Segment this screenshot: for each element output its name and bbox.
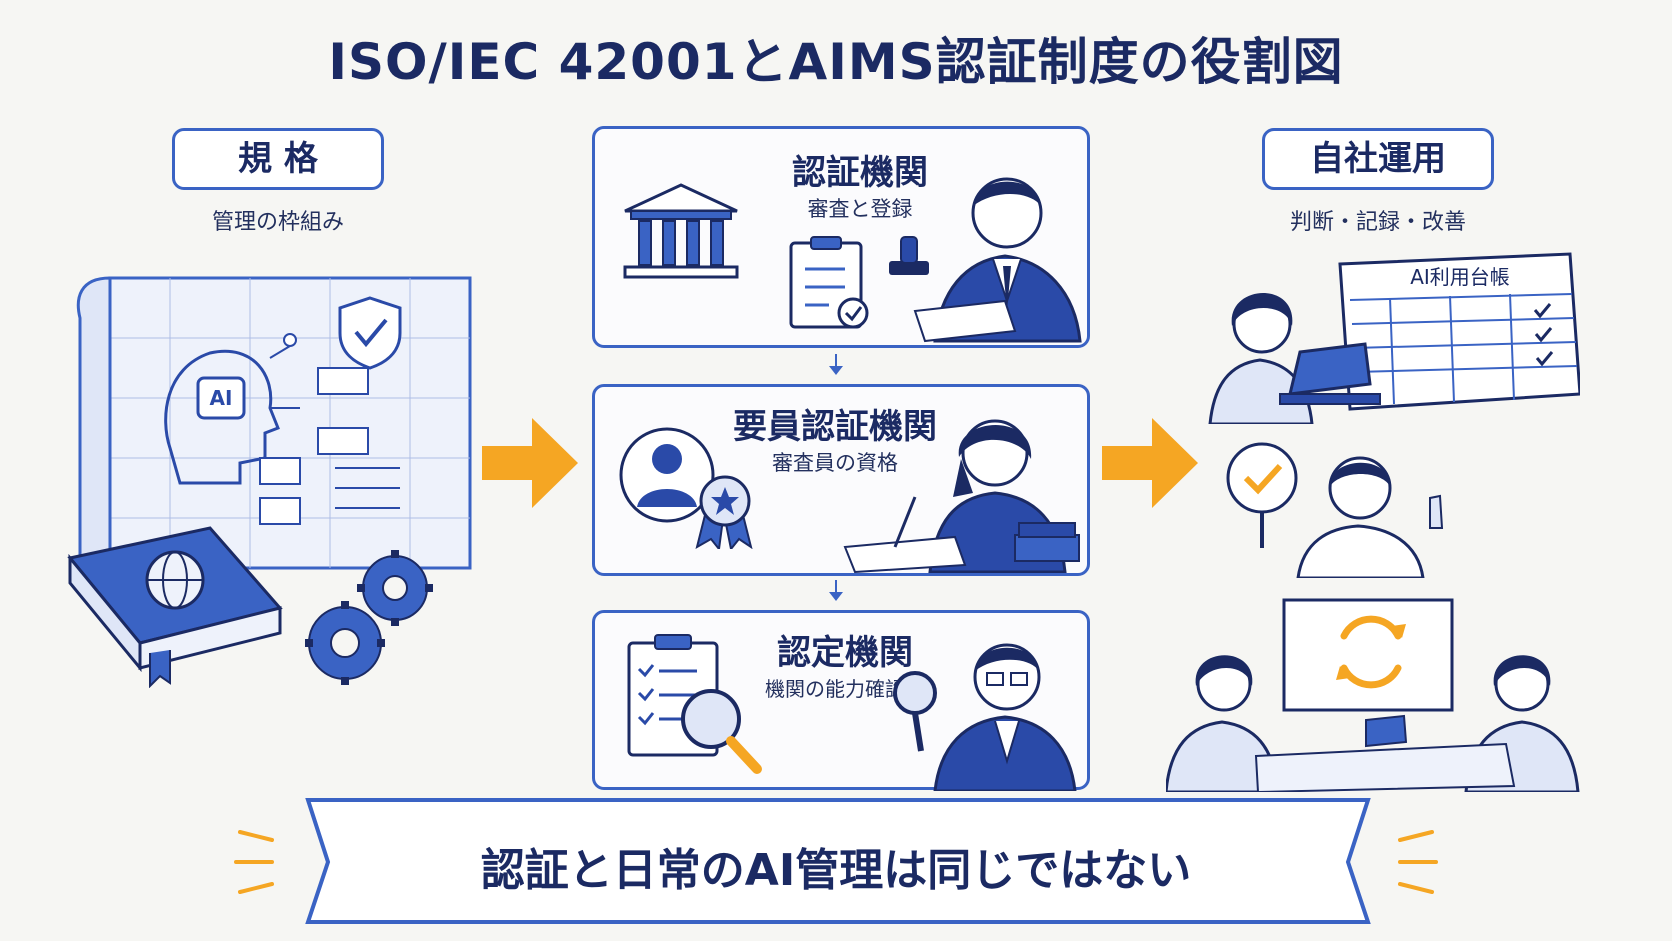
auditor-with-stamp-icon <box>889 177 1082 343</box>
banner-message: 認証と日常のAI管理は同じではない <box>480 845 1192 896</box>
accreditation-body-title: 認定機関 <box>777 633 913 673</box>
down-arrow-icon <box>829 354 843 375</box>
approval-scene <box>1226 442 1444 578</box>
personnel-certification-title: 要員認証機関 <box>733 407 937 447</box>
arrow-right-icon <box>1102 418 1198 508</box>
page-title: ISO/IEC 42001とAIMS認証制度の役割図 <box>328 33 1344 91</box>
examiner-writing-icon <box>843 419 1080 573</box>
standard-label-text: 規 格 <box>238 139 318 179</box>
accreditation-body-panel: 認定機関 機関の能力確認 <box>592 610 1090 791</box>
certification-body-subtitle: 審査と登録 <box>807 197 913 221</box>
gear-icon <box>305 550 433 685</box>
in-house-operation-label-text: 自社運用 <box>1310 139 1446 179</box>
inspector-with-magnifier-icon <box>893 643 1077 791</box>
standard-label: 規 格 <box>172 128 384 190</box>
in-house-operation-subtitle: 判断・記録・改善 <box>1289 210 1466 235</box>
certification-body-title: 認証機関 <box>792 153 928 193</box>
certified-person-icon <box>619 427 753 549</box>
accreditation-body-subtitle: 機関の能力確認 <box>765 677 905 701</box>
certification-body-panel: 認証機関 審査と登録 <box>592 126 1090 348</box>
personnel-certification-subtitle: 審査員の資格 <box>772 451 898 475</box>
arrow-right-icon <box>482 418 578 508</box>
standard-book-icon <box>67 526 283 688</box>
checklist-magnifier-icon <box>627 634 762 774</box>
personnel-certification-panel: 要員認証機関 審査員の資格 <box>592 384 1090 576</box>
improvement-meeting-scene <box>1166 598 1580 792</box>
blueprint-illustration: AI <box>76 276 472 575</box>
bottom-banner <box>234 798 1438 924</box>
clipboard-check-icon <box>789 236 869 329</box>
in-house-operation-label: 自社運用 <box>1262 128 1494 190</box>
down-arrow-icon <box>829 580 843 601</box>
ai-ledger-scene: AI利用台帳 <box>1208 252 1580 424</box>
standard-subtitle: 管理の枠組み <box>211 210 344 235</box>
ai-chip-label: AI <box>210 386 233 410</box>
ai-ledger-title: AI利用台帳 <box>1410 265 1510 289</box>
building-icon <box>623 183 739 279</box>
